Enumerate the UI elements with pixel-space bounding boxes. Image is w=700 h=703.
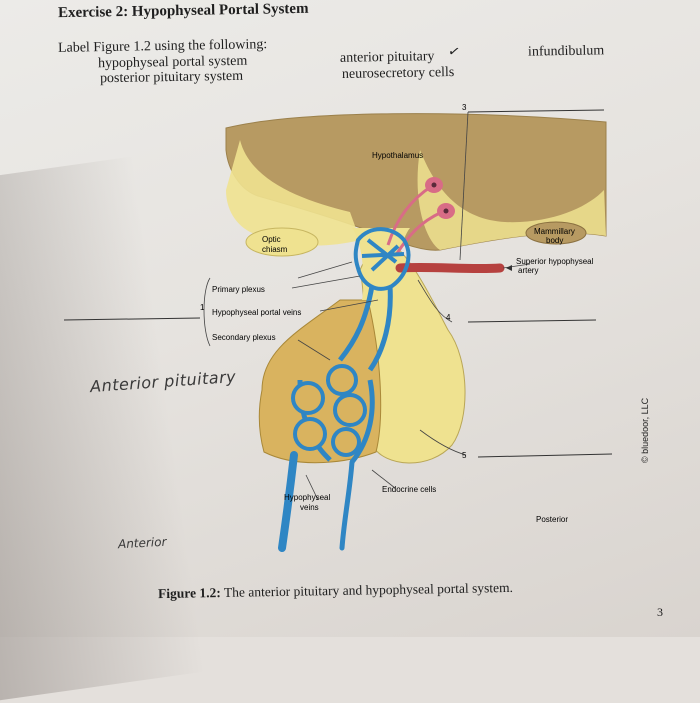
caption-label: Figure 1.2: xyxy=(157,585,221,602)
handwritten-anterior: Anterior xyxy=(117,534,167,552)
blank-number-1: 1 xyxy=(200,303,205,312)
neuron-axon-2 xyxy=(394,210,443,256)
label-secondary-plexus: Secondary plexus xyxy=(212,333,276,342)
label-posterior: Posterior xyxy=(536,515,568,524)
artery-arrow-icon xyxy=(506,265,512,271)
page-number: 3 xyxy=(657,605,663,619)
label-superior-artery-1: Superior hypophyseal xyxy=(516,257,594,266)
leader-lines xyxy=(203,111,531,501)
label-optic-chiasm-1: Optic xyxy=(262,235,281,244)
label-portal-veins: Hypophyseal portal veins xyxy=(212,308,301,317)
blank-number-5: 5 xyxy=(462,451,467,460)
blank-number-3: 3 xyxy=(462,103,467,112)
label-hypophyseal-veins-1: Hypophyseal xyxy=(284,493,330,502)
neuron-axon-1 xyxy=(386,184,433,246)
superior-hypophyseal-artery xyxy=(395,262,505,274)
label-mammillary-2: body xyxy=(546,236,563,245)
blank-number-4: 4 xyxy=(446,313,451,322)
hypophyseal-vein-left xyxy=(278,451,298,552)
answer-blanks xyxy=(63,109,613,458)
mammillary-body xyxy=(525,221,587,245)
label-hypothalamus: Hypothalamus xyxy=(372,151,423,160)
neuron-nucleus-2 xyxy=(443,208,449,214)
label-hypophyseal-veins-2: veins xyxy=(300,503,319,512)
label-optic-chiasm-2: chiasm xyxy=(262,245,288,254)
hypothalamus-border xyxy=(226,140,360,246)
label-superior-artery-2: artery xyxy=(518,266,538,275)
pituitary-figure: Hypothalamus Optic chiasm Mammillary bod… xyxy=(63,103,613,552)
label-mammillary-1: Mammillary xyxy=(534,227,575,236)
secondary-plexus xyxy=(291,364,367,457)
optic-chiasm xyxy=(245,227,319,257)
copyright-notice: © bluedoor, LLC xyxy=(640,397,650,463)
neuron-nucleus-1 xyxy=(431,182,437,188)
label-endocrine-cells: Endocrine cells xyxy=(382,485,436,494)
label-primary-plexus: Primary plexus xyxy=(212,285,265,294)
hypophyseal-vein-right xyxy=(339,459,355,551)
